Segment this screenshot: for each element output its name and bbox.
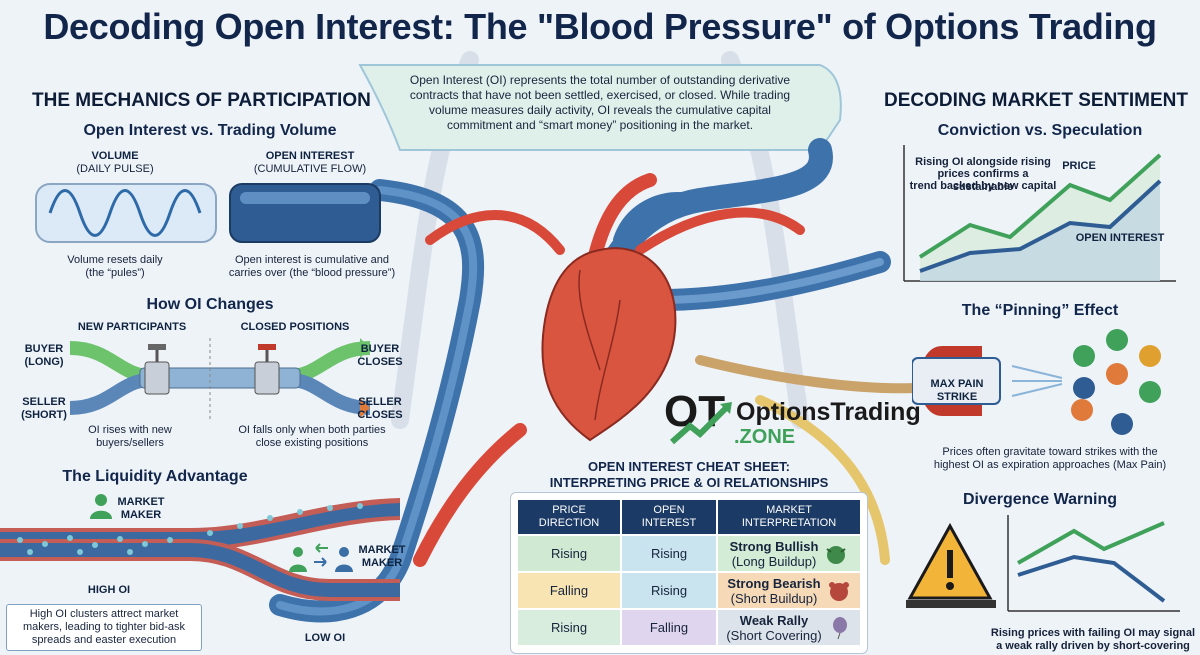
conviction-note-1: Rising OI alongside rising bbox=[915, 156, 1051, 168]
bear-icon bbox=[828, 581, 849, 601]
strike-arrow-icons bbox=[1071, 329, 1161, 435]
liquidity-callout: High OI clusters attrect market makers, … bbox=[6, 604, 202, 651]
cell-interpretation: Strong Bearish(Short Buildup) bbox=[716, 571, 862, 610]
left-section-header: THE MECHANICS OF PARTICIPATION bbox=[32, 90, 371, 111]
high-oi-label: HIGH OI bbox=[87, 584, 131, 596]
logo-mark: OT bbox=[664, 387, 732, 445]
market-maker-2-b: MAKER bbox=[361, 557, 403, 569]
buyer-long-1: BUYER bbox=[24, 343, 64, 355]
volume-label: VOLUME bbox=[91, 150, 139, 162]
max-pain-2: STRIKE bbox=[936, 391, 978, 403]
divergence-title: Divergence Warning bbox=[962, 491, 1118, 508]
market-maker-icon bbox=[90, 494, 112, 519]
oi-changes-pipes bbox=[70, 338, 370, 420]
buyer-closes-2: CLOSES bbox=[357, 356, 403, 368]
cell-price: Rising bbox=[516, 534, 622, 573]
cell-oi: Rising bbox=[620, 571, 718, 610]
divergence-caption-2: a weak rally driven by short-covering bbox=[996, 640, 1190, 652]
seller-closes-1: SELLER bbox=[358, 396, 402, 408]
oi-caption-2: carries over (the “blood pressure”) bbox=[228, 267, 396, 279]
cell-interpretation: Weak Rally(Short Covering) bbox=[716, 608, 862, 647]
conviction-title: Conviction vs. Speculation bbox=[937, 122, 1143, 139]
pinning-caption-1: Prices often gravitate toward strikes wi… bbox=[942, 446, 1158, 458]
oi-caption-1: Open interest is cumulative and bbox=[234, 254, 390, 266]
cell-price: Falling bbox=[516, 571, 622, 610]
market-maker-1-a: MARKET bbox=[117, 496, 165, 508]
pinning-graphic bbox=[912, 329, 1161, 435]
bull-icon bbox=[826, 545, 847, 564]
low-oi-label: LOW OI bbox=[304, 632, 346, 644]
oi-vs-volume-title: Open Interest vs. Trading Volume bbox=[83, 122, 337, 139]
volume-caption-2: (the “pules”) bbox=[85, 267, 145, 279]
volume-sub: (DAILY PULSE) bbox=[76, 163, 154, 175]
cell-price: Rising bbox=[516, 608, 622, 647]
oi-falls-2: close existing positions bbox=[255, 437, 369, 449]
volume-caption-1: Volume resets daily bbox=[67, 254, 163, 266]
cheat-sheet-title-1: OPEN INTEREST CHEAT SHEET: bbox=[587, 459, 790, 474]
divergence-chart bbox=[1007, 515, 1180, 612]
new-participants-label: NEW PARTICIPANTS bbox=[77, 321, 187, 333]
market-maker-1-b: MAKER bbox=[120, 509, 162, 521]
page-title: Decoding Open Interest: The "Blood Press… bbox=[43, 6, 1157, 47]
pinning-title: The “Pinning” Effect bbox=[961, 302, 1119, 319]
market-maker-2-a: MARKET bbox=[358, 544, 406, 556]
balloon-icon bbox=[832, 616, 847, 639]
oi-label: OPEN INTEREST bbox=[265, 150, 355, 162]
max-pain-1: MAX PAIN bbox=[930, 378, 984, 390]
buyer-long-2: (LONG) bbox=[24, 356, 64, 368]
oi-series-label: OPEN INTEREST bbox=[1075, 232, 1165, 244]
oi-rises-2: buyers/sellers bbox=[96, 437, 164, 449]
divergence-caption-1: Rising prices with failing OI may signal bbox=[990, 627, 1196, 639]
right-section-header: DECODING MARKET SENTIMENT bbox=[884, 90, 1188, 111]
closed-positions-label: CLOSED POSITIONS bbox=[240, 321, 350, 333]
seller-short-2: (SHORT) bbox=[21, 409, 67, 421]
table-row: Rising Falling Weak Rally(Short Covering… bbox=[516, 608, 862, 647]
table-row: Rising Rising Strong Bullish(Long Buildu… bbox=[516, 534, 862, 573]
conviction-note-2: prices confirms a sustainable bbox=[937, 168, 1029, 193]
oi-sub: (CUMULATIVE FLOW) bbox=[253, 163, 367, 175]
conviction-note-3: trend backed by new capital bbox=[909, 180, 1057, 192]
logo-name: OptionsTrading bbox=[736, 398, 921, 426]
oi-rises-1: OI rises with new bbox=[88, 424, 172, 436]
logo-suffix: .ZONE bbox=[734, 426, 796, 448]
table-row: Falling Rising Strong Bearish(Short Buil… bbox=[516, 571, 862, 610]
warning-icon bbox=[906, 522, 996, 608]
oi-changes-title: How OI Changes bbox=[146, 296, 274, 313]
pinning-caption-2: highest OI as expiration approaches (Max… bbox=[933, 459, 1167, 471]
cell-interpretation: Strong Bullish(Long Buildup) bbox=[716, 534, 862, 573]
seller-short-1: SELLER bbox=[22, 396, 66, 408]
liquidity-title: The Liquidity Advantage bbox=[62, 468, 248, 485]
volume-oi-tubes bbox=[35, 183, 381, 243]
intro-text: Open Interest (OI) represents the total … bbox=[409, 73, 791, 132]
cheat-sheet-title: OPEN INTEREST CHEAT SHEET: INTERPRETING … bbox=[516, 459, 862, 491]
oi-falls-1: OI falls only when both parties bbox=[238, 424, 386, 436]
price-series-label: PRICE bbox=[1062, 160, 1096, 172]
cheat-sheet-title-2: INTERPRETING PRICE & OI RELATIONSHIPS bbox=[549, 475, 829, 490]
conviction-chart bbox=[903, 145, 1176, 282]
seller-closes-2: CLOSES bbox=[357, 409, 403, 421]
buyer-closes-1: BUYER bbox=[360, 343, 400, 355]
cell-oi: Falling bbox=[620, 608, 718, 647]
cell-oi: Rising bbox=[620, 534, 718, 573]
market-maker-pair-icon bbox=[289, 543, 353, 572]
